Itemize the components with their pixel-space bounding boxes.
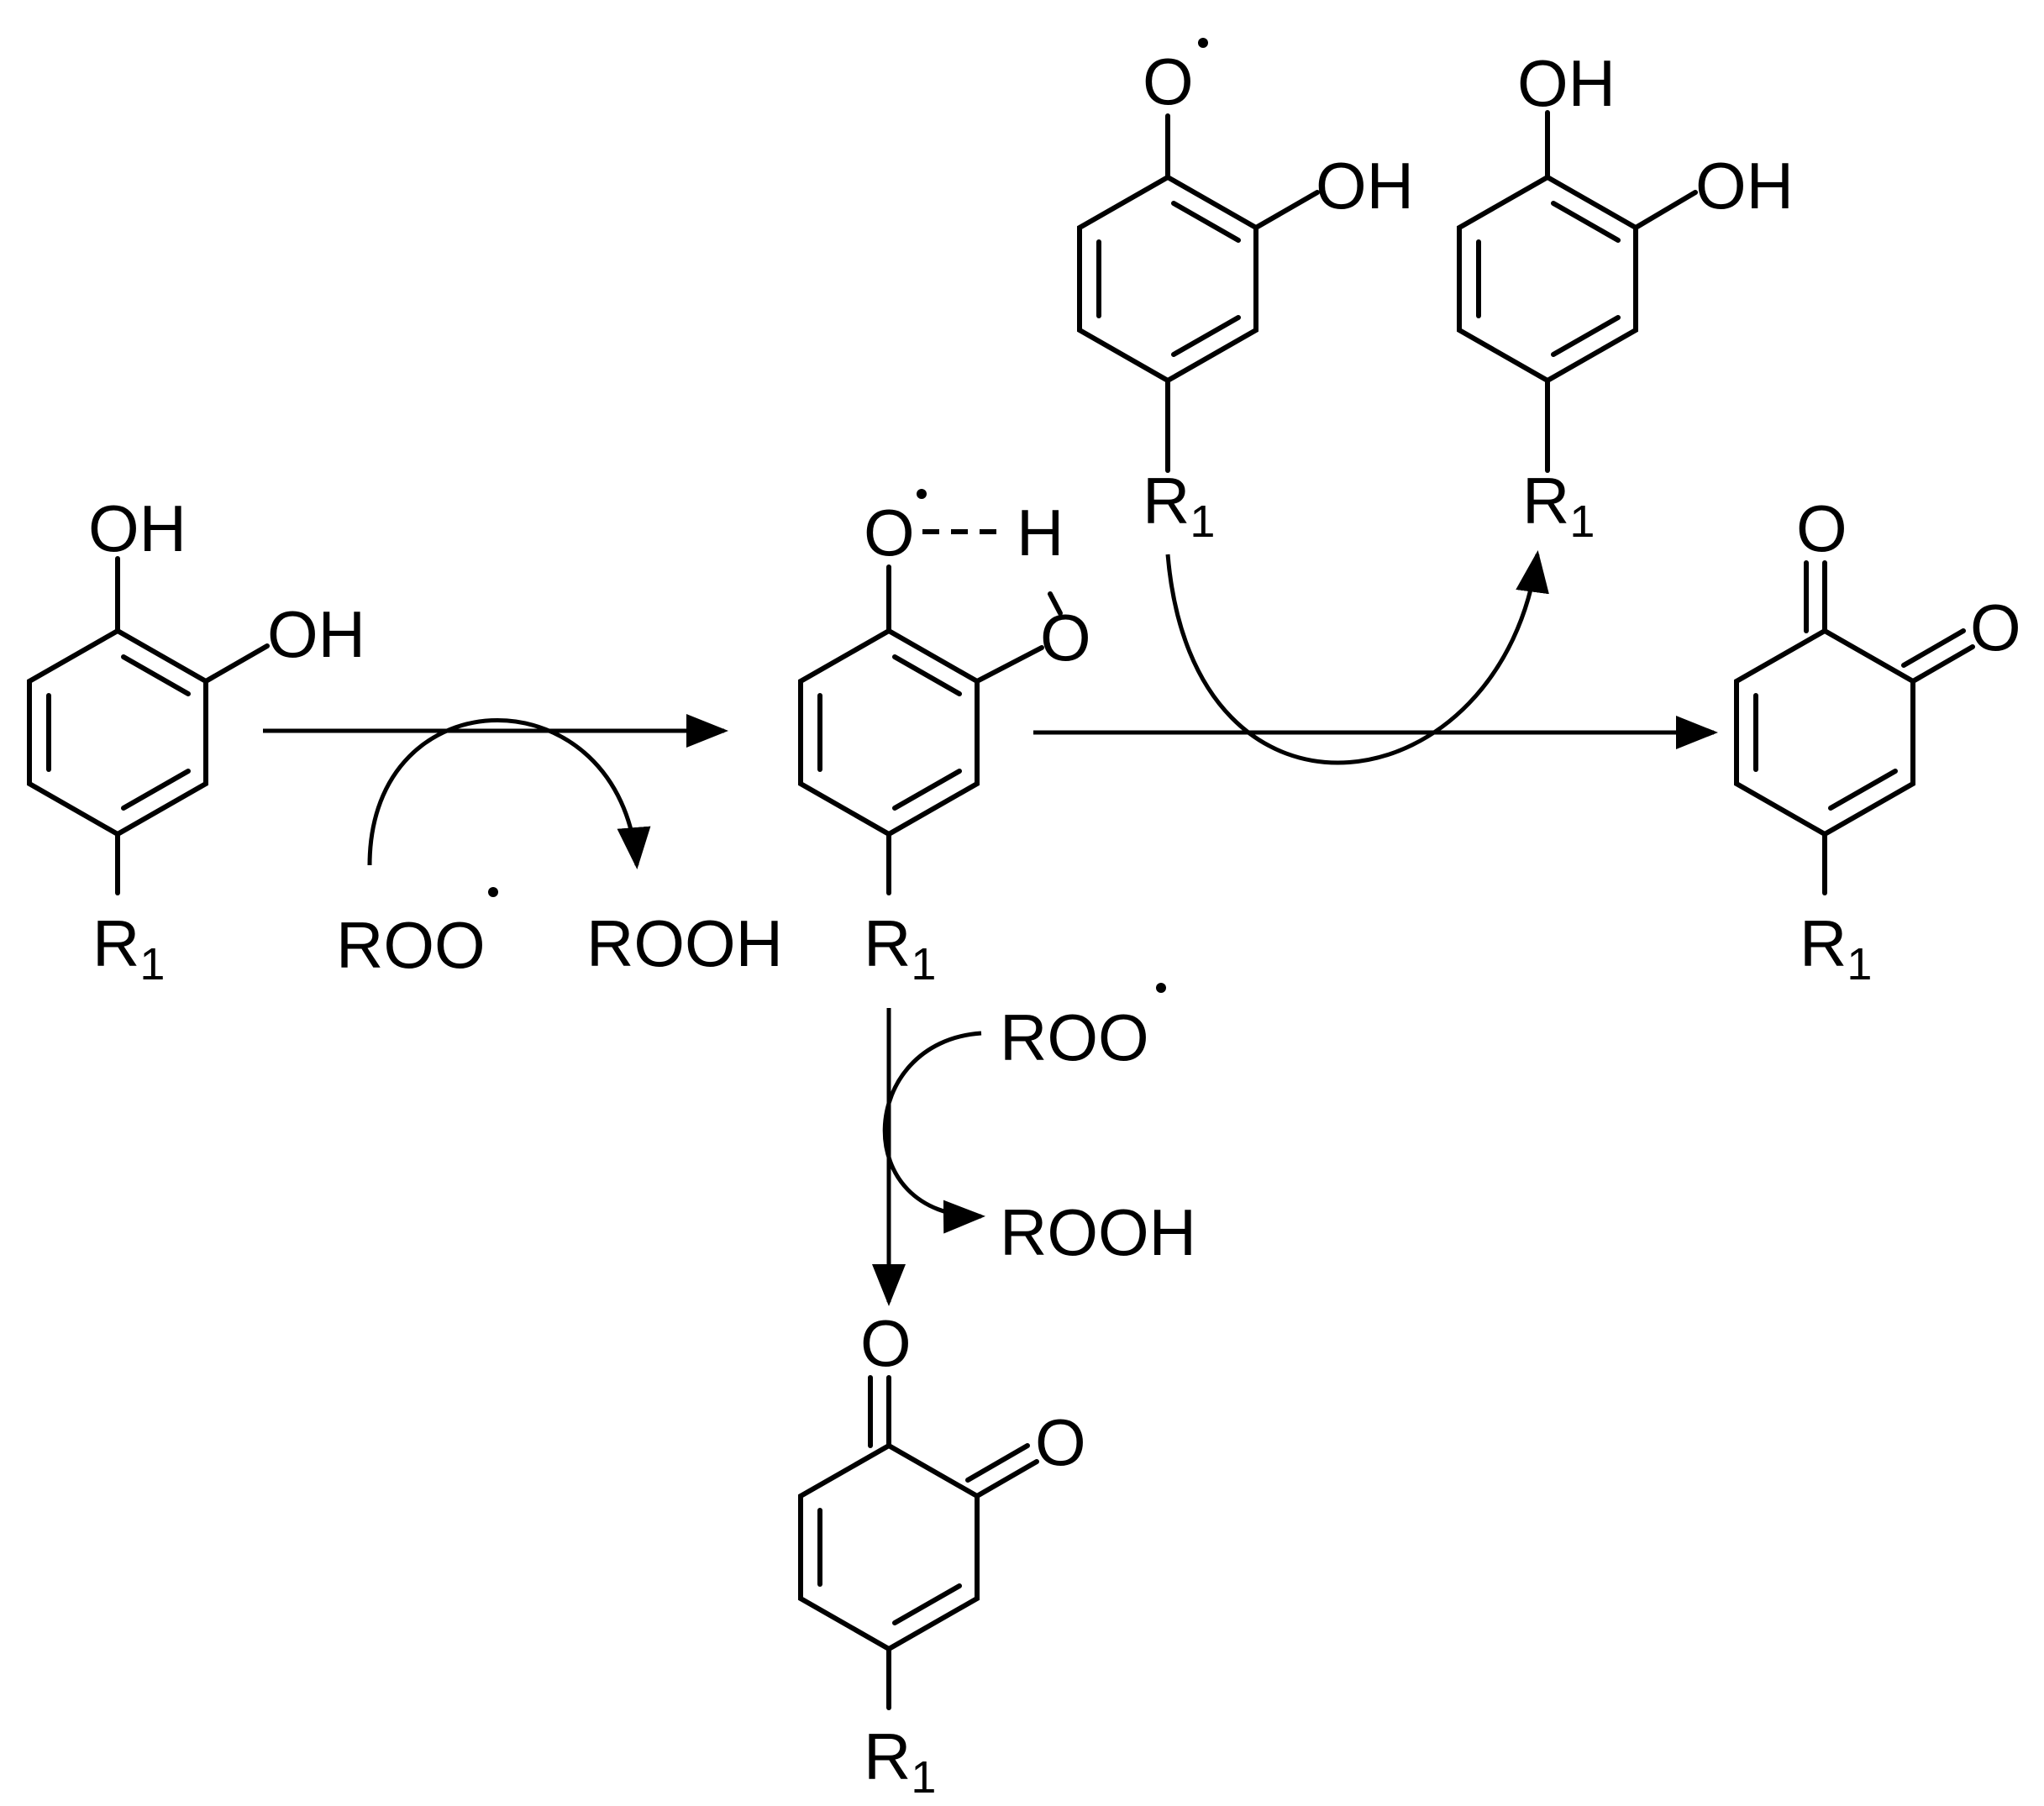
o-label: O bbox=[1035, 1405, 1086, 1479]
r1-label: R1 bbox=[92, 906, 165, 990]
radical-dot bbox=[1156, 983, 1166, 993]
oh-label: OH bbox=[267, 597, 365, 671]
r1-label: R1 bbox=[864, 906, 936, 990]
o-quinone-right: O O R1 bbox=[1734, 491, 2021, 990]
o-label: O bbox=[1040, 601, 1091, 675]
oh-label: OH bbox=[88, 491, 187, 565]
curved-arrow-step2 bbox=[1165, 550, 1549, 765]
o-label: O bbox=[860, 1306, 912, 1380]
oh-label: OH bbox=[1316, 149, 1414, 223]
curved-arrow-step3 bbox=[882, 1031, 985, 1234]
o-label: O bbox=[1143, 45, 1194, 118]
r1-label: R1 bbox=[1800, 906, 1872, 990]
o-label: O bbox=[1796, 491, 1847, 565]
rooh-label: ROOH bbox=[1000, 1195, 1196, 1269]
o-label: O bbox=[1970, 591, 2021, 664]
curved-arrow-step1 bbox=[367, 718, 651, 869]
roo-radical-label: ROO bbox=[1000, 1000, 1149, 1074]
radical-dot bbox=[917, 489, 927, 499]
oh-label: OH bbox=[1517, 46, 1616, 120]
r1-label: R1 bbox=[1143, 464, 1215, 547]
oh-label: OH bbox=[1695, 149, 1794, 223]
catechol-start: OH OH R1 bbox=[27, 491, 365, 990]
reaction-arrows bbox=[263, 550, 1718, 1306]
o-quinone-bottom: O O R1 bbox=[798, 1306, 1086, 1803]
reagent-labels: ROO ROOH ROO ROOH bbox=[336, 887, 1196, 1269]
radical-dot bbox=[488, 887, 498, 897]
catechol-regenerated: OH OH R1 bbox=[1457, 46, 1794, 547]
rooh-label: ROOH bbox=[586, 906, 783, 980]
o-label: O bbox=[864, 496, 915, 570]
roo-radical-label: ROO bbox=[336, 908, 486, 982]
r1-label: R1 bbox=[1522, 464, 1595, 547]
phenoxyl-radical-intermediate: O H O R1 bbox=[798, 489, 1091, 990]
h-label: H bbox=[1017, 496, 1064, 570]
phenoxyl-radical-reagent: O OH R1 bbox=[1077, 38, 1414, 547]
radical-dot bbox=[1198, 38, 1208, 48]
r1-label: R1 bbox=[864, 1719, 936, 1803]
